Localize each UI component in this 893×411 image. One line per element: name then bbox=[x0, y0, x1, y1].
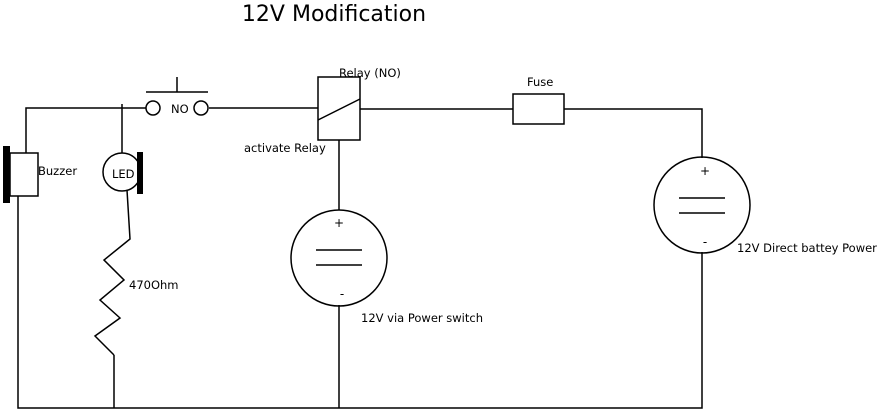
switch-no-label: NO bbox=[171, 102, 189, 116]
resistor-label: 470Ohm bbox=[129, 278, 179, 292]
relay-label: Relay (NO) bbox=[339, 66, 401, 80]
battery-direct-circle bbox=[653, 156, 751, 254]
resistor-zigzag bbox=[93, 189, 131, 356]
switch-contact-left bbox=[145, 100, 161, 116]
direct-source-plus: + bbox=[700, 164, 710, 178]
relay-body bbox=[317, 76, 361, 141]
led-label: LED bbox=[112, 167, 135, 181]
switch-source-plus: + bbox=[334, 216, 344, 230]
buzzer-bar bbox=[3, 146, 10, 203]
buzzer-label: Buzzer bbox=[38, 164, 77, 178]
activate-relay-label: activate Relay bbox=[244, 141, 326, 155]
switch-source-minus: - bbox=[340, 287, 344, 301]
relay-contact bbox=[317, 98, 361, 121]
switch-plunger bbox=[146, 77, 208, 93]
direct-source-minus: - bbox=[703, 235, 707, 249]
led-bar bbox=[137, 152, 143, 194]
battery-switch-plates bbox=[316, 249, 362, 266]
fuse-label: Fuse bbox=[527, 75, 553, 89]
switch-source-label: 12V via Power switch bbox=[361, 311, 483, 325]
battery-switch-circle bbox=[290, 209, 388, 307]
diagram-title: 12V Modification bbox=[242, 2, 426, 27]
wire-top-left bbox=[25, 107, 146, 153]
battery-direct-plates bbox=[679, 197, 725, 214]
switch-contact-right bbox=[193, 100, 209, 116]
wire-fuse-to-direct-source bbox=[564, 108, 703, 158]
direct-source-label: 12V Direct battey Power bbox=[737, 241, 877, 255]
fuse-body bbox=[512, 93, 565, 125]
wire-bottom-ground bbox=[17, 196, 703, 409]
buzzer-body bbox=[9, 152, 39, 197]
